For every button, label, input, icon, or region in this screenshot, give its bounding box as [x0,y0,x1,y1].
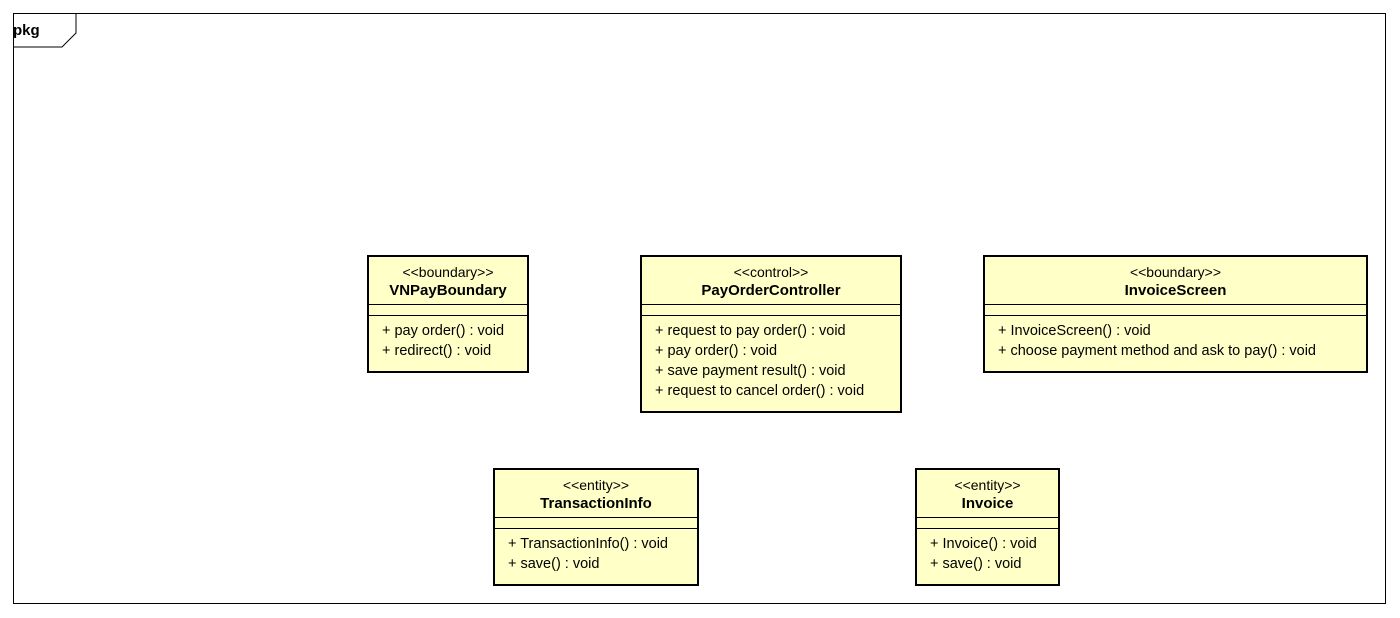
class-stereotype: <<entity>> [954,477,1021,493]
package-label: pkg [13,22,40,39]
class-operations: + TransactionInfo() : void + save() : vo… [495,529,697,574]
class-operations: + pay order() : void + redirect() : void [369,316,527,361]
class-header: <<boundary>> VNPayBoundary [369,257,527,305]
class-operations: + Invoice() : void + save() : void [917,529,1058,574]
operation: + save payment result() : void [655,363,846,379]
class-name: VNPayBoundary [389,282,507,299]
class-attributes [917,518,1058,529]
class-header: <<entity>> TransactionInfo [495,470,697,518]
operation: + pay order() : void [382,323,505,339]
class-transaction-info[interactable]: <<entity>> TransactionInfo + Transaction… [493,468,699,586]
class-operations: + InvoiceScreen() : void + choose paymen… [985,316,1366,361]
operation: + request to cancel order() : void [655,383,865,399]
class-stereotype: <<boundary>> [402,264,494,280]
class-invoice-screen[interactable]: <<boundary>> InvoiceScreen + InvoiceScre… [983,255,1368,373]
operation: + InvoiceScreen() : void [998,323,1151,339]
class-name: InvoiceScreen [1124,282,1227,299]
class-attributes [985,305,1366,316]
operation: + choose payment method and ask to pay()… [998,343,1316,359]
class-name: Invoice [961,495,1014,512]
class-name: PayOrderController [701,282,841,299]
package-tab [14,14,77,48]
class-vnpay-boundary[interactable]: <<boundary>> VNPayBoundary + pay order()… [367,255,529,373]
class-name: TransactionInfo [540,495,652,512]
class-attributes [495,518,697,529]
operation: + save() : void [508,556,600,572]
class-stereotype: <<boundary>> [1129,264,1222,280]
package-frame [13,13,1386,604]
operation: + Invoice() : void [930,536,1037,552]
operation: + TransactionInfo() : void [508,536,668,552]
class-invoice[interactable]: <<entity>> Invoice + Invoice() : void + … [915,468,1060,586]
class-stereotype: <<control>> [733,264,809,280]
operation: + request to pay order() : void [655,323,846,339]
class-attributes [642,305,900,316]
class-header: <<entity>> Invoice [917,470,1058,518]
class-operations: + request to pay order() : void + pay or… [642,316,900,401]
class-stereotype: <<entity>> [562,477,630,493]
operation: + save() : void [930,556,1022,572]
operation: + redirect() : void [382,343,492,359]
class-attributes [369,305,527,316]
class-pay-order-controller[interactable]: <<control>> PayOrderController + request… [640,255,902,413]
class-header: <<control>> PayOrderController [642,257,900,305]
class-header: <<boundary>> InvoiceScreen [985,257,1366,305]
operation: + pay order() : void [655,343,778,359]
